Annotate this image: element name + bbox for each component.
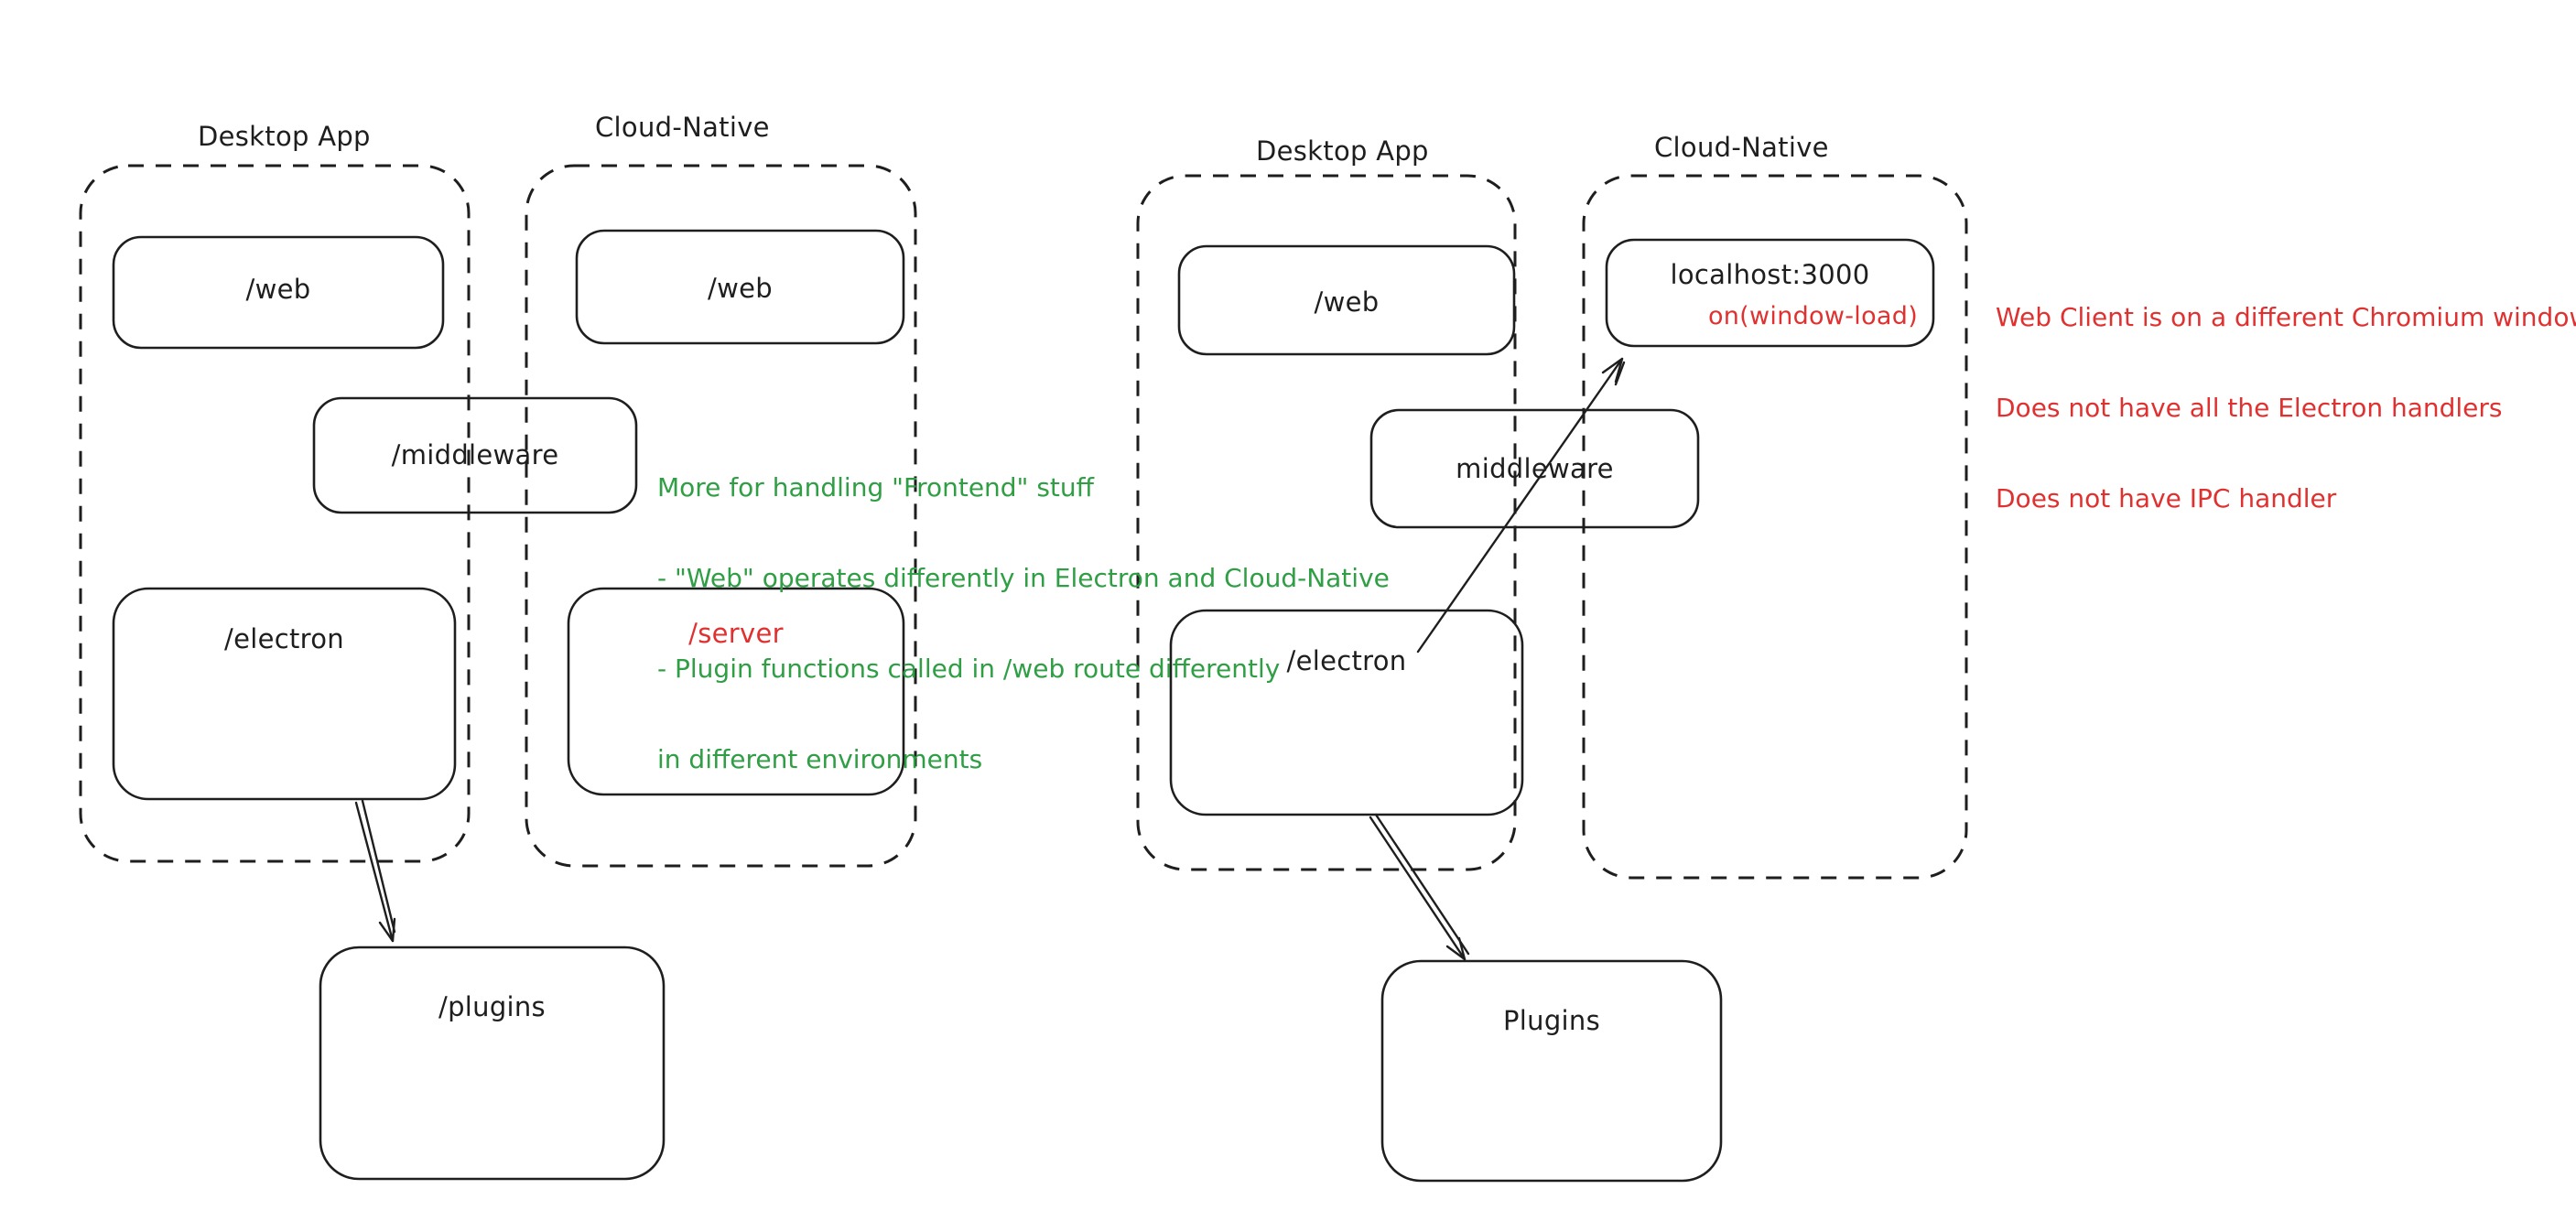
right-middleware-box — [1369, 408, 1700, 529]
right-electron-localhost-arrowhead — [1601, 357, 1624, 384]
red-note-line-2: Does not have all the Electron handlers — [1996, 393, 2503, 423]
right-desktop-container-label: Desktop App — [1256, 135, 1429, 167]
left-middleware-label: /middleware — [391, 439, 559, 470]
right-electron-plugins-arrow — [1369, 816, 1467, 961]
left-electron-box — [112, 587, 457, 801]
right-electron-localhost-arrow — [1416, 357, 1624, 654]
right-plugins-label: Plugins — [1503, 1005, 1600, 1036]
left-electron-plugins-arrow-sketch — [361, 799, 396, 934]
left-green-note: More for handling "Frontend" stuff - "We… — [657, 412, 1390, 835]
right-localhost-box — [1605, 238, 1935, 348]
green-note-line-4: in different environments — [657, 744, 983, 774]
right-electron-plugins-arrowhead — [1445, 936, 1467, 961]
left-electron-label: /electron — [224, 623, 344, 654]
green-note-line-3: - Plugin functions called in /web route … — [657, 654, 1281, 684]
left-cloud-container — [525, 164, 917, 868]
right-cloud-container-label: Cloud-Native — [1654, 132, 1829, 163]
right-red-note: Web Client is on a different Chromium wi… — [1996, 242, 2576, 574]
right-electron-label: /electron — [1286, 645, 1407, 676]
green-note-line-2: - "Web" operates differently in Electron… — [657, 563, 1390, 593]
right-desktop-container — [1136, 174, 1517, 871]
left-desktop-container-label: Desktop App — [198, 121, 371, 152]
left-electron-plugins-arrow — [354, 801, 395, 943]
right-localhost-label: localhost:3000 — [1670, 259, 1870, 290]
left-desktop-web-label: /web — [245, 274, 311, 305]
right-electron-plugins-arrow-sketch — [1374, 813, 1470, 956]
left-cloud-web-label: /web — [708, 273, 773, 304]
right-desktop-web-label: /web — [1314, 286, 1380, 318]
left-plugins-box — [319, 946, 666, 1181]
left-server-label: /server — [688, 618, 784, 649]
left-plugins-label: /plugins — [438, 991, 546, 1022]
left-middleware-box — [312, 396, 638, 514]
right-plugins-box — [1380, 959, 1723, 1183]
red-note-line-1: Web Client is on a different Chromium wi… — [1996, 302, 2576, 332]
green-note-line-1: More for handling "Frontend" stuff — [657, 472, 1094, 503]
right-desktop-web-box — [1177, 244, 1516, 356]
red-note-line-3: Does not have IPC handler — [1996, 483, 2337, 513]
left-cloud-container-label: Cloud-Native — [595, 112, 770, 143]
right-electron-box — [1169, 609, 1524, 816]
left-cloud-web-box — [575, 229, 905, 345]
right-window-load-label: on(window-load) — [1707, 302, 1919, 330]
left-electron-plugins-arrowhead — [378, 917, 396, 943]
right-middleware-label: middleware — [1456, 453, 1614, 484]
left-server-box — [567, 587, 905, 796]
left-desktop-web-box — [112, 235, 445, 350]
